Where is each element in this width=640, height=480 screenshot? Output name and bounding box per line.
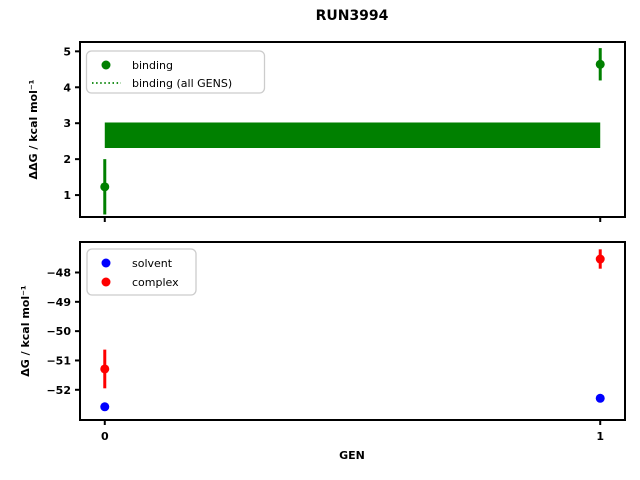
y-tick-label: −51	[46, 354, 71, 367]
solvent-point-gen0	[100, 402, 110, 412]
bottom-legend-label-complex: complex	[132, 276, 179, 289]
axes-frame	[79, 41, 626, 218]
complex-legend-dot-icon	[101, 277, 111, 287]
bottom-legend-label-solvent: solvent	[132, 257, 173, 270]
x-axis-label: GEN	[339, 449, 365, 462]
binding-all-gens-band	[104, 122, 601, 149]
y-tick-label: 3	[63, 117, 71, 130]
top-subplot: 5 4 3 2 1	[63, 41, 626, 222]
bottom-y-axis-label: ΔG / kcal mol⁻¹	[19, 285, 32, 377]
y-tick-label: 1	[63, 189, 71, 202]
y-tick-label: −50	[46, 325, 71, 338]
bottom-subplot: −48 −49 −50 −51 −52 0 1	[46, 241, 626, 443]
figure-title: RUN3994	[316, 8, 389, 24]
binding-point-gen1	[595, 59, 605, 69]
y-tick-label: −49	[46, 296, 71, 309]
y-tick-label: 5	[63, 45, 71, 58]
bottom-legend: solvent complex	[86, 248, 197, 296]
top-legend: binding binding (all GENS)	[85, 50, 266, 94]
solvent-point-gen1	[595, 393, 605, 403]
bottom-legend-frame	[86, 248, 197, 296]
y-tick-label: 4	[63, 81, 71, 94]
complex-point-gen1	[595, 254, 605, 264]
top-legend-label-binding: binding	[132, 59, 173, 72]
binding-point-gen0	[100, 182, 110, 192]
top-y-axis-label: ΔΔG / kcal mol⁻¹	[27, 79, 40, 179]
top-legend-label-binding-all-gens: binding (all GENS)	[132, 77, 232, 90]
y-tick-label: −48	[46, 266, 71, 279]
complex-point-gen0	[100, 364, 110, 374]
x-tick-label: 1	[596, 430, 604, 443]
top-legend-frame	[85, 50, 266, 94]
binding-legend-dot-icon	[101, 60, 111, 70]
axes-frame	[79, 241, 626, 421]
x-tick-label: 0	[101, 430, 109, 443]
solvent-legend-dot-icon	[101, 258, 111, 268]
y-tick-label: −52	[46, 384, 71, 397]
y-tick-label: 2	[63, 153, 71, 166]
